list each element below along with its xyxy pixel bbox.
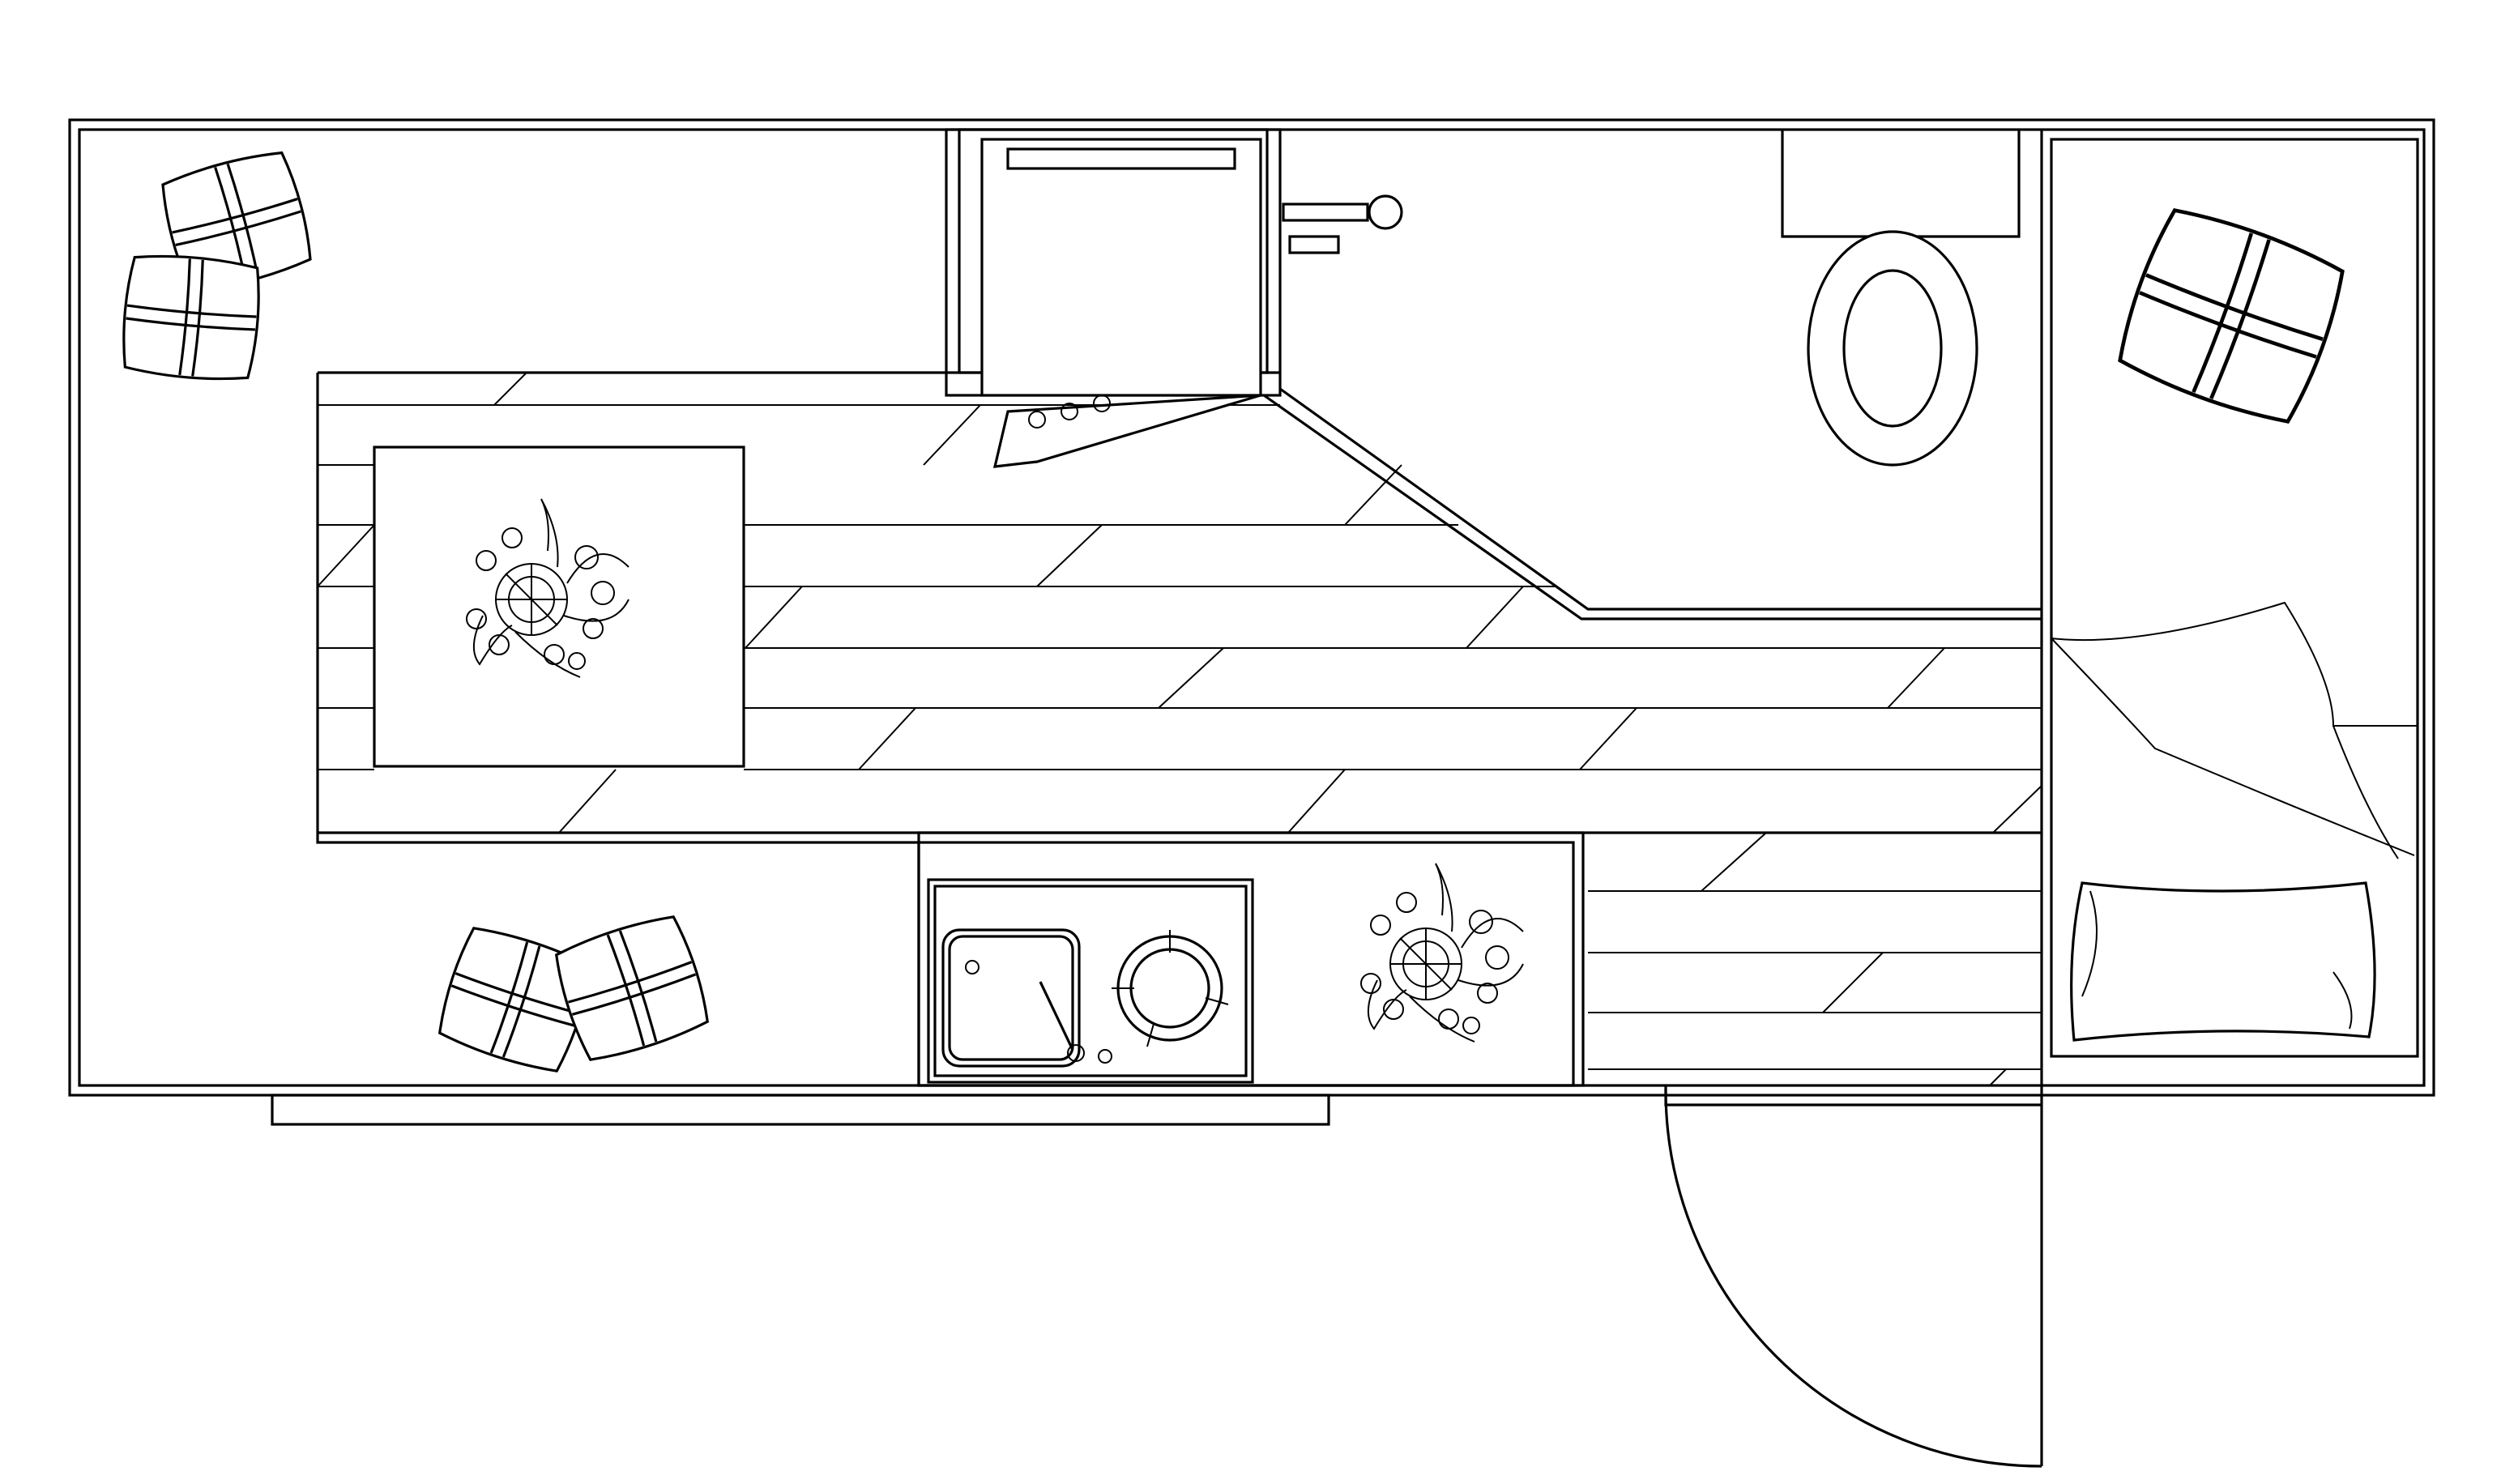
sink [941, 928, 1081, 1068]
dining-table [373, 446, 745, 768]
cabinet [945, 128, 1282, 468]
stove-burner [1112, 930, 1229, 1047]
plant-counter [1360, 863, 1524, 1043]
entry-door[interactable] [1664, 1085, 2042, 1468]
toilet [1781, 130, 2021, 467]
kitchen-counter [917, 831, 1585, 1087]
bed [2040, 130, 2419, 1466]
faucet [1282, 194, 1403, 254]
outdoor-step [271, 1094, 1330, 1126]
